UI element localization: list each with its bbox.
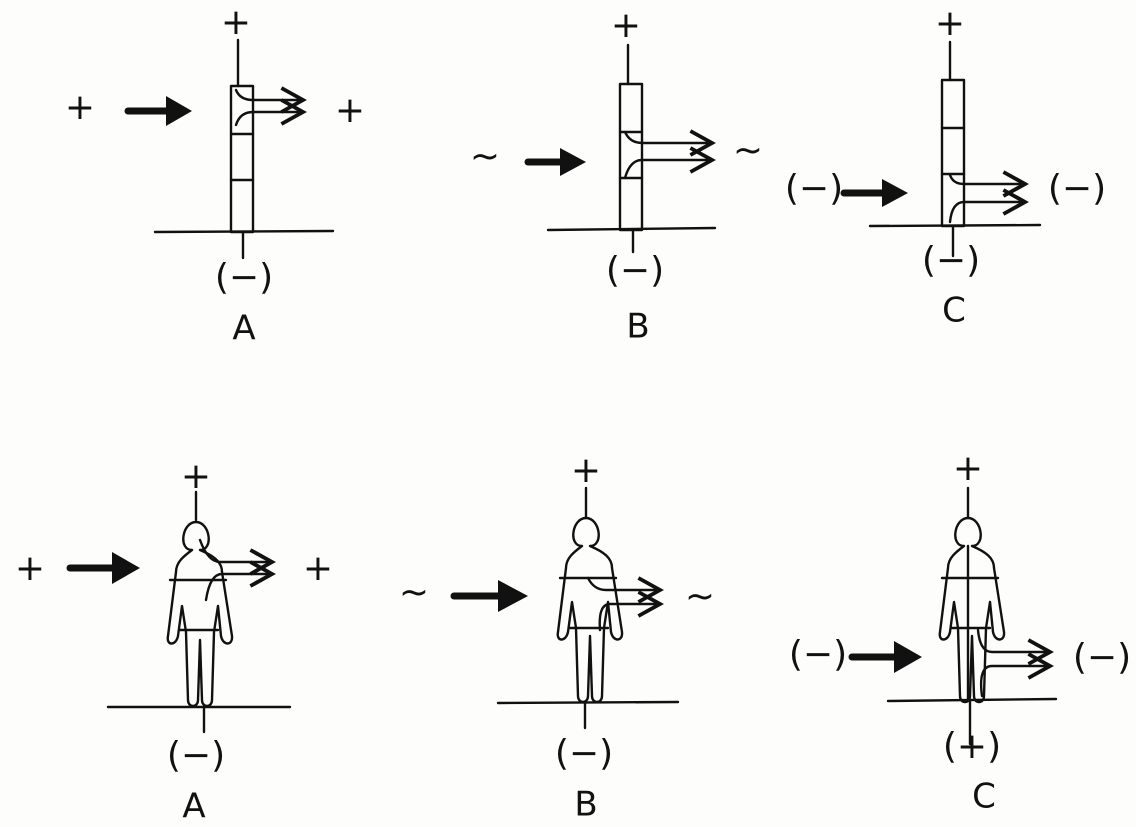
human-figure-outline (938, 516, 1006, 704)
top-sign: + (953, 448, 983, 489)
diagram-label: B (626, 307, 649, 347)
figure-diagram-a: + + + (−) A (15, 456, 333, 827)
human-figure-outline (556, 516, 624, 704)
left-sign: + (65, 87, 95, 128)
input-arrow-head (112, 552, 140, 584)
top-sign: + (221, 2, 251, 43)
left-sign: + (15, 548, 45, 589)
diagram-label: B (574, 785, 597, 825)
input-arrow-head (894, 641, 922, 673)
bottom-sign: (−) (922, 240, 980, 281)
ground-line (546, 226, 717, 232)
left-sign: (−) (789, 634, 847, 675)
flow-arrow (234, 86, 307, 114)
diagram-label: A (232, 309, 255, 349)
diagram-label: A (182, 787, 205, 827)
tree-diagram-c: + (−) (−) (−) C (785, 3, 1106, 331)
flow-arrow (586, 576, 664, 604)
top-sign: + (571, 450, 601, 491)
left-sign: ~ (399, 572, 429, 613)
diagram-label: C (942, 291, 966, 331)
right-sign: + (335, 90, 365, 131)
flow-arrow (623, 146, 716, 180)
top-sign: + (181, 456, 211, 497)
flow-arrow (198, 538, 276, 576)
tree-trunk (618, 82, 644, 232)
ground-line (886, 697, 1058, 703)
flow-arrow (948, 188, 1029, 224)
figure-diagram-c: + (−) (−) (+) C (789, 448, 1131, 817)
input-arrow-head (498, 580, 528, 612)
flow-arrow (976, 628, 1054, 666)
top-sign: + (611, 5, 641, 46)
left-sign: (−) (785, 168, 843, 209)
tree-trunk (940, 78, 966, 228)
right-sign: ~ (733, 130, 763, 171)
flow-arrow (204, 560, 276, 602)
flow-arrow (234, 98, 307, 127)
ground-line (868, 223, 1042, 228)
bottom-sign: (−) (606, 250, 664, 291)
right-sign: + (303, 548, 333, 589)
figure-diagram-b: + ~ ~ (−) B (399, 450, 715, 825)
ground-line (496, 700, 680, 705)
tree-trunk (229, 84, 255, 234)
input-arrow-head (882, 179, 908, 207)
input-arrow-head (560, 148, 586, 176)
right-sign: ~ (685, 576, 715, 617)
bottom-sign: (−) (167, 735, 225, 776)
right-sign: (−) (1073, 637, 1131, 678)
bottom-sign: (−) (215, 257, 273, 298)
bottom-sign: (−) (555, 733, 613, 774)
top-sign: + (935, 3, 965, 44)
flow-arrow (979, 652, 1054, 698)
flow-arrow (623, 129, 716, 157)
input-arrow-head (166, 96, 192, 126)
tree-diagram-a: + + + (−) A (65, 2, 365, 349)
bottom-sign: (+) (943, 726, 1001, 767)
right-sign: (−) (1048, 168, 1106, 209)
left-sign: ~ (470, 136, 500, 177)
flow-arrow (948, 170, 1029, 198)
flow-arrow (598, 590, 664, 632)
diagram-label: C (972, 777, 996, 817)
tree-diagram-b: + ~ ~ (−) B (470, 5, 763, 347)
human-figure-outline (166, 520, 234, 708)
